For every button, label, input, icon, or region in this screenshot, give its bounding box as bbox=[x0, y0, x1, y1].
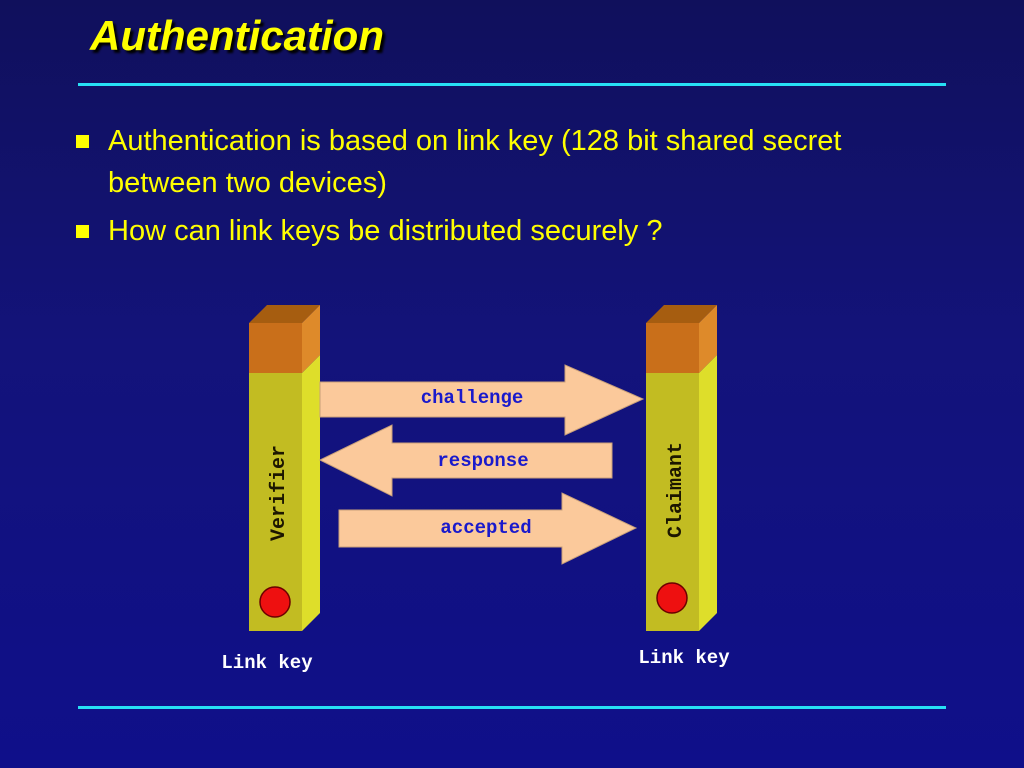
square-bullet-icon bbox=[76, 135, 89, 148]
claimant-column: Claimant bbox=[646, 305, 717, 631]
accepted-label: accepted bbox=[440, 517, 531, 539]
response-arrow: response bbox=[318, 424, 613, 497]
bullet-item: Authentication is based on link key (128… bbox=[70, 120, 930, 204]
verifier-label: Verifier bbox=[268, 445, 291, 541]
slide-title: Authentication bbox=[90, 12, 384, 59]
bullet-text: How can link keys be distributed securel… bbox=[108, 215, 663, 247]
challenge-label: challenge bbox=[421, 387, 524, 409]
verifier-body-side bbox=[302, 355, 320, 631]
claimant-body-side bbox=[699, 355, 717, 631]
accepted-arrow-shape bbox=[338, 492, 638, 565]
bullet-list: Authentication is based on link key (128… bbox=[70, 120, 930, 258]
claimant-key-dot bbox=[656, 582, 688, 614]
verifier-cap-top bbox=[249, 305, 320, 323]
claimant-cap-top bbox=[646, 305, 717, 323]
verifier-column: Verifier bbox=[249, 305, 320, 631]
bullet-item: How can link keys be distributed securel… bbox=[70, 210, 930, 252]
claimant-cap-front bbox=[646, 323, 699, 373]
bullet-text: Authentication is based on link key (128… bbox=[108, 125, 842, 199]
claimant-cap-side bbox=[699, 305, 717, 373]
verifier-key-dot bbox=[259, 586, 291, 618]
verifier-link-key-label: Link key bbox=[221, 652, 313, 674]
claimant-link-key-label: Link key bbox=[638, 647, 730, 669]
square-bullet-icon bbox=[76, 225, 89, 238]
claimant-label: Claimant bbox=[665, 442, 688, 538]
challenge-arrow-shape bbox=[319, 364, 645, 436]
challenge-arrow: challenge bbox=[319, 364, 645, 436]
response-arrow-shape bbox=[318, 424, 613, 497]
verifier-cap-side bbox=[302, 305, 320, 373]
response-label: response bbox=[437, 450, 528, 472]
footer-divider bbox=[78, 706, 946, 709]
title-divider bbox=[78, 83, 946, 86]
verifier-cap-front bbox=[249, 323, 302, 373]
accepted-arrow: accepted bbox=[338, 492, 638, 565]
